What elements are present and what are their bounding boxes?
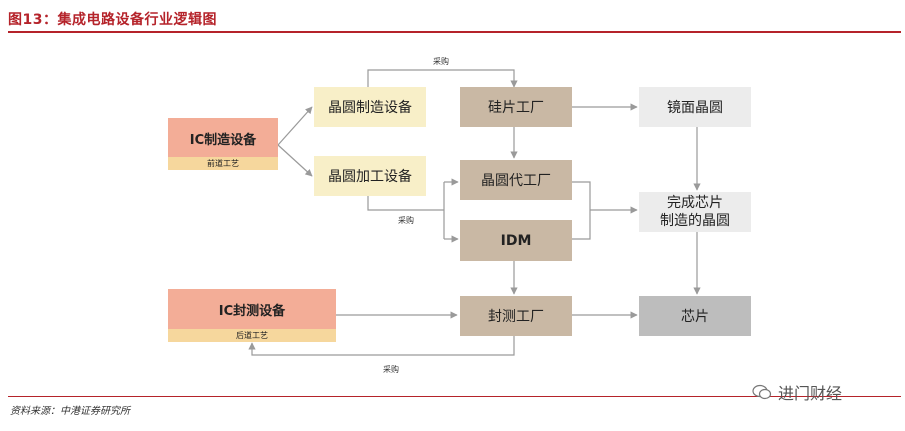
source-note: 资料来源：中港证券研究所 bbox=[10, 406, 130, 417]
packaging-test-fab: 封测工厂 bbox=[460, 296, 572, 336]
watermark-text: 进门财经 bbox=[778, 384, 843, 403]
finished-wafer-line2: 制造的晶圆 bbox=[660, 213, 730, 229]
mirror-wafer: 镜面晶圆 bbox=[639, 87, 751, 127]
ic-packaging-label: IC封测设备 bbox=[218, 304, 286, 319]
purchase-label-mid: 采购 bbox=[398, 216, 414, 225]
silicon-wafer-fab: 硅片工厂 bbox=[460, 87, 572, 127]
purchase-label-top: 采购 bbox=[433, 57, 449, 66]
ic-manufacturing-equipment: IC制造设备 前道工艺 bbox=[168, 118, 278, 170]
chip: 芯片 bbox=[639, 296, 751, 336]
finished-wafer: 完成芯片 制造的晶圆 bbox=[639, 192, 751, 232]
idm-box: IDM bbox=[460, 220, 572, 261]
figure-title: 图13：集成电路设备行业逻辑图 bbox=[8, 12, 217, 28]
ic-packaging-equipment: IC封测设备 后道工艺 bbox=[168, 289, 336, 342]
front-end-process-label: 前道工艺 bbox=[168, 157, 278, 170]
watermark: 进门财经 bbox=[752, 380, 842, 404]
wafer-processing-equipment: 晶圆加工设备 bbox=[314, 156, 426, 196]
wafer-manufacturing-equipment: 晶圆制造设备 bbox=[314, 87, 426, 127]
wechat-icon bbox=[752, 384, 772, 400]
footer-rule bbox=[8, 396, 901, 397]
back-end-process-label: 后道工艺 bbox=[168, 329, 336, 342]
wafer-foundry: 晶圆代工厂 bbox=[460, 160, 572, 200]
finished-wafer-line1: 完成芯片 bbox=[667, 195, 723, 211]
purchase-label-bottom: 采购 bbox=[383, 365, 399, 374]
title-rule bbox=[8, 31, 901, 33]
ic-manufacturing-label: IC制造设备 bbox=[189, 132, 257, 148]
